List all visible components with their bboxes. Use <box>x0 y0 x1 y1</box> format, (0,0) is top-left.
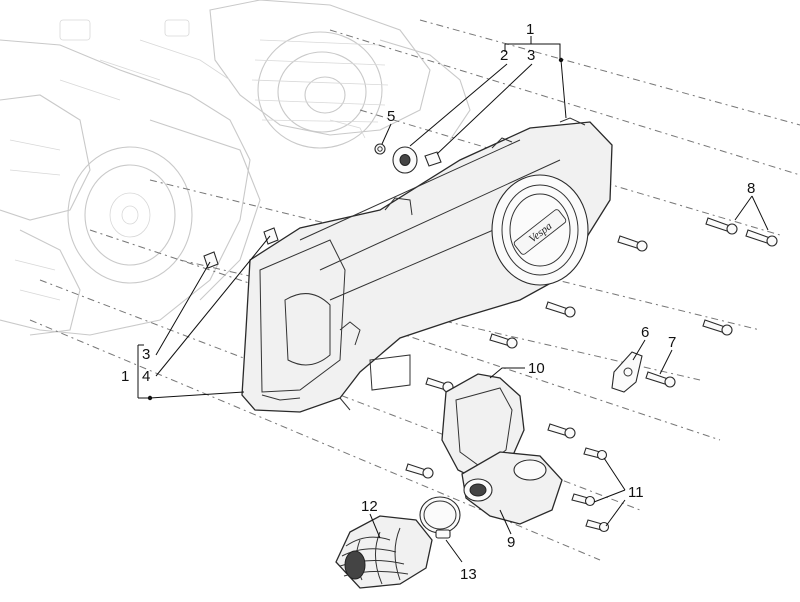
callout-numbers: 1 2 3 5 8 6 7 10 3 1 4 11 9 12 13 <box>121 21 755 583</box>
screw <box>405 463 434 479</box>
callout-9: 9 <box>507 534 515 551</box>
callout-8: 8 <box>747 180 755 197</box>
callout-3-left: 3 <box>142 346 150 363</box>
screw <box>617 235 648 252</box>
screw <box>545 301 576 318</box>
dowel-pin-top <box>424 151 442 167</box>
screw <box>547 423 576 439</box>
screw <box>645 371 676 388</box>
screw <box>585 519 610 533</box>
screw <box>583 447 608 461</box>
screw <box>489 333 518 349</box>
callout-4-left: 4 <box>142 368 150 385</box>
engine-background <box>0 0 471 336</box>
screw <box>745 229 778 247</box>
bearing-part <box>392 146 418 174</box>
intake-duct <box>461 451 563 525</box>
callout-11: 11 <box>628 484 644 501</box>
callout-5: 5 <box>387 108 395 125</box>
callout-6: 6 <box>641 324 649 341</box>
bracket-part <box>611 351 643 393</box>
callout-12: 12 <box>361 498 378 515</box>
snap-ring <box>374 143 386 155</box>
screw <box>702 319 733 336</box>
screw <box>705 217 738 235</box>
screw <box>571 493 596 507</box>
callout-7: 7 <box>668 334 676 351</box>
transmission-cover <box>241 117 613 413</box>
callout-1-top: 1 <box>526 21 534 38</box>
callout-10: 10 <box>528 360 545 377</box>
callout-2-top: 2 <box>500 47 508 64</box>
dowel-pins-left <box>203 227 279 269</box>
callout-leaders <box>137 36 769 563</box>
callout-3-top: 3 <box>527 47 535 64</box>
hose-clamp <box>419 496 461 539</box>
callout-1-left: 1 <box>121 368 129 385</box>
callout-13: 13 <box>460 566 477 583</box>
corrugated-hose <box>335 515 433 589</box>
